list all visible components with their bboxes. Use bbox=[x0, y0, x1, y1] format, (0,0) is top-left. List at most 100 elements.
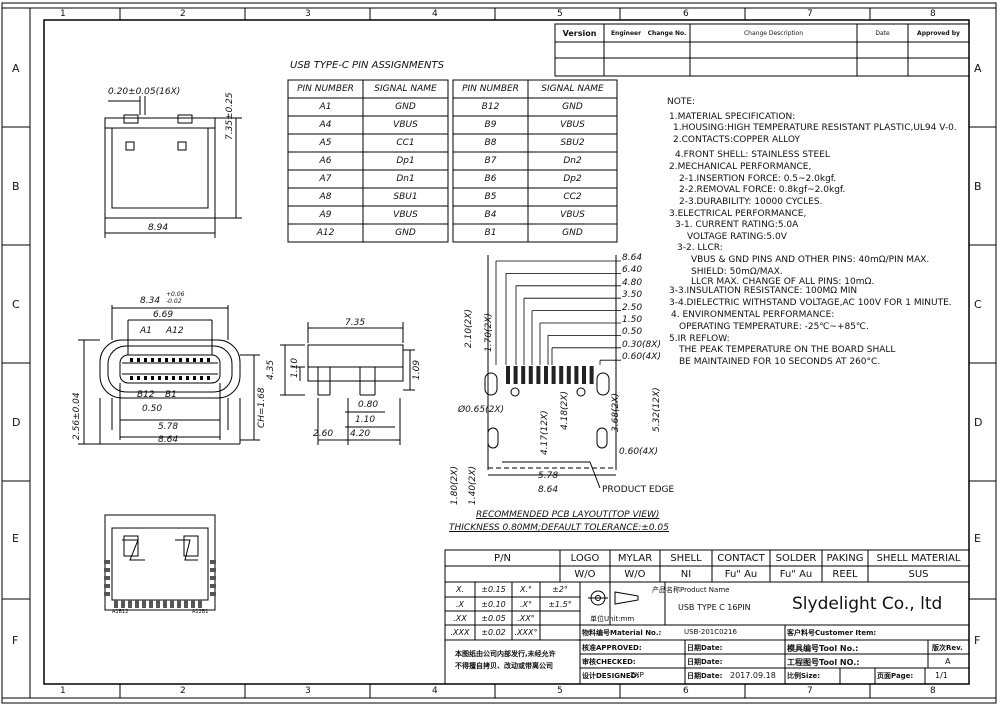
rev-header-approved: Approved by bbox=[917, 29, 960, 37]
label-a12: A12 bbox=[166, 326, 184, 336]
zone-row-a-right: A bbox=[974, 62, 982, 75]
pcb-dim-label: 1.50 bbox=[622, 315, 643, 325]
pin-header-signal: SIGNAL NAME bbox=[541, 84, 604, 94]
dim-top-width: 8.94 bbox=[148, 223, 169, 233]
dim-pcb-140: 1.40(2X) bbox=[468, 466, 478, 505]
bottom-pin bbox=[170, 600, 174, 608]
dim-front-864: 8.64 bbox=[158, 435, 179, 445]
tolerance-cell: .XXX bbox=[450, 628, 470, 637]
front-pin bbox=[186, 358, 189, 362]
spec-value-cell: NI bbox=[680, 568, 692, 580]
pcb-pad bbox=[521, 366, 526, 384]
product-name-label: 产品名称Product Name bbox=[652, 586, 730, 594]
dim-pcb-180: 1.80(2X) bbox=[450, 466, 460, 505]
dim-front-pitch: 0.50 bbox=[142, 404, 163, 414]
pin-header-signal: SIGNAL NAME bbox=[374, 84, 437, 94]
note-line: 3.ELECTRICAL PERFORMANCE, bbox=[669, 209, 807, 219]
spec-value-cell: W/O bbox=[624, 568, 646, 580]
pcb-pad bbox=[544, 366, 548, 384]
tolerance-cell: .X° bbox=[519, 599, 533, 609]
pcb-pad bbox=[574, 366, 579, 384]
note-line: 3-1. CURRENT RATING:5.0A bbox=[675, 220, 799, 230]
side-view bbox=[280, 322, 415, 445]
zone-col-8-bottom: 8 bbox=[930, 686, 936, 696]
spec-header-cell: SOLDER bbox=[775, 552, 817, 564]
pin-number-cell: B1 bbox=[484, 228, 497, 238]
front-pin bbox=[158, 358, 161, 362]
zone-col-1: 1 bbox=[60, 9, 66, 19]
zone-col-7: 7 bbox=[807, 9, 813, 19]
pin-number-cell: A9 bbox=[319, 210, 332, 220]
tolerance-cell: ±0.05 bbox=[481, 613, 506, 623]
pcb-dim-label: 8.64 bbox=[622, 253, 643, 263]
scale-label: 比例Size: bbox=[787, 672, 821, 680]
dim-side-260: 2.60 bbox=[313, 429, 334, 439]
front-pin bbox=[165, 358, 168, 362]
tolerance-cell bbox=[540, 611, 580, 625]
pin-signal-cell: VBUS bbox=[393, 210, 418, 220]
bottom-tab bbox=[104, 592, 110, 596]
dim-pcb-210: 2.10(2X) bbox=[464, 309, 474, 348]
note-line: 3-2. LLCR: bbox=[677, 243, 723, 253]
pin-signal-cell: CC2 bbox=[563, 192, 582, 202]
tolerance-cell: ±0.02 bbox=[481, 628, 506, 637]
dim-pcb-578: 5.78 bbox=[538, 471, 559, 481]
note-line: OPERATING TEMPERATURE: -25℃~+85℃. bbox=[679, 322, 869, 332]
dim-pcb-418: 4.18(2X) bbox=[560, 391, 570, 430]
copyright-line-2: 不得擅自拷贝、改动或带离公司 bbox=[455, 662, 553, 670]
spec-value-cell: W/O bbox=[574, 568, 596, 580]
dim-side-080: 0.80 bbox=[358, 400, 379, 410]
bottom-view bbox=[104, 514, 216, 611]
bottom-tab bbox=[210, 560, 216, 564]
tolerance-cell: ±1.5° bbox=[548, 599, 572, 609]
note-line: 2-3.DURABILITY: 10000 CYCLES. bbox=[679, 197, 823, 207]
pcb-dim-label: 2.50 bbox=[622, 302, 643, 313]
zone-col-6: 6 bbox=[683, 9, 689, 19]
pcb-layout bbox=[484, 255, 617, 489]
zone-row-d: D bbox=[12, 416, 21, 429]
tool-no-label: 模具编号Tool No.: bbox=[787, 644, 859, 653]
rev-header-change-no: Change No. bbox=[647, 29, 687, 37]
pcb-dim-label: 0.50 bbox=[622, 327, 643, 338]
pin-signal-cell: Dn2 bbox=[563, 156, 582, 166]
note-line: 1.HOUSING:HIGH TEMPERATURE RESISTANT PLA… bbox=[673, 123, 957, 133]
pcb-caption-2: THICKNESS 0.80MM;DEFAULT TOLERANCE:±0.05 bbox=[449, 523, 669, 533]
pin-number-cell: B7 bbox=[484, 156, 497, 166]
dim-pcb-060b: 0.60(4X) bbox=[619, 447, 658, 457]
dim-side-110b: 1.10 bbox=[355, 415, 376, 425]
pin-number-cell: A7 bbox=[319, 174, 332, 184]
date-value: 2017.09.18 bbox=[730, 671, 776, 680]
zone-row-c-right: C bbox=[974, 298, 982, 311]
dim-pcb-170: 1.70(2X) bbox=[484, 313, 494, 352]
bottom-pin bbox=[184, 600, 188, 608]
front-pin bbox=[151, 376, 154, 380]
tolerance-cell: X.° bbox=[519, 585, 533, 594]
pin-signal-cell: GND bbox=[562, 102, 583, 112]
zone-col-3-bottom: 3 bbox=[305, 686, 311, 696]
dim-front-width: 8.34 bbox=[140, 296, 161, 306]
dim-front-578: 5.78 bbox=[158, 422, 179, 432]
pcb-caption-1: RECOMMENDED PCB LAYOUT(TOP VIEW) bbox=[476, 510, 660, 520]
pin-signal-cell: Dn1 bbox=[396, 174, 415, 184]
bottom-tab bbox=[210, 576, 216, 580]
spec-header-cell: P/N bbox=[494, 552, 511, 564]
date-label-1: 日期Date: bbox=[687, 644, 723, 652]
rev-header-engineer: Engineer bbox=[610, 29, 642, 37]
pin-header-number: PIN NUMBER bbox=[297, 84, 354, 94]
drawing-no-label: 工程图号Tool NO.: bbox=[787, 658, 860, 667]
bottom-tab bbox=[104, 576, 110, 580]
front-pin bbox=[207, 376, 210, 380]
bottom-pin bbox=[135, 600, 139, 608]
pcb-dim-label: 6.40 bbox=[622, 265, 643, 276]
front-pin bbox=[137, 358, 140, 362]
note-line: 2-1.INSERTION FORCE: 0.5~2.0kgf. bbox=[679, 174, 837, 184]
zone-col-6-bottom: 6 bbox=[683, 686, 689, 696]
dim-front-width-tol-dn: -0.02 bbox=[166, 298, 182, 305]
rev-label: 版次Rev. bbox=[932, 644, 963, 652]
unit-label: 单位Unit:mm bbox=[590, 615, 635, 623]
note-line: SHIELD: 50mΩ/MAX. bbox=[691, 267, 783, 277]
material-no: USB-201C0216 bbox=[684, 628, 737, 636]
zone-col-5-bottom: 5 bbox=[557, 686, 563, 696]
tolerance-cell: .X bbox=[455, 599, 465, 609]
spec-header-cell: SHELL bbox=[670, 552, 702, 564]
